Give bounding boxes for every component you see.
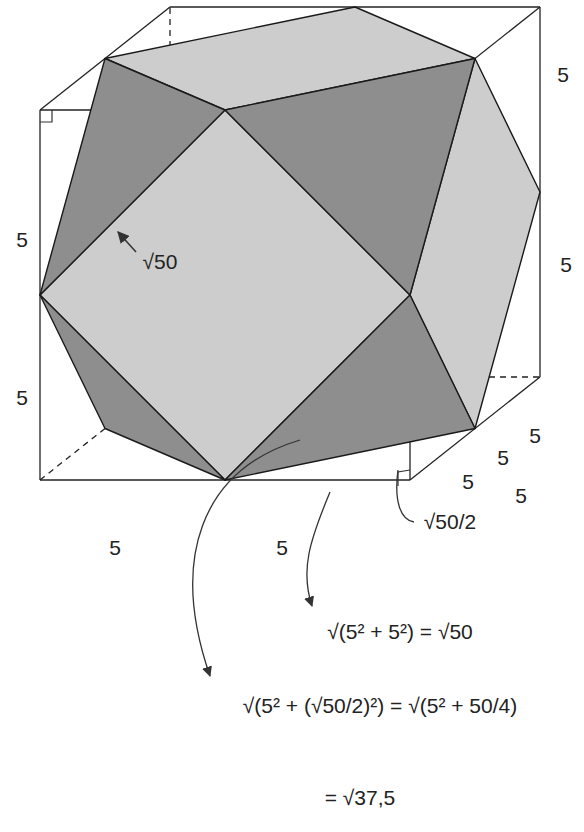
edge-length: 5	[16, 386, 28, 409]
triangle-face	[225, 59, 475, 296]
cuboctahedron	[40, 7, 540, 480]
edge-length: 5	[109, 536, 121, 559]
edge-length: 5	[515, 484, 527, 507]
annotation-marks	[40, 110, 414, 676]
leader-line	[397, 470, 414, 522]
cube-edges	[40, 7, 540, 480]
right-angle-mark	[40, 110, 52, 122]
edge-length: 5	[16, 228, 28, 251]
triangle-face	[40, 59, 225, 296]
calculation-result: = √37,5	[325, 786, 396, 809]
edge-length: 5	[497, 446, 509, 469]
leader-arrow	[307, 492, 330, 606]
edge-length: 5	[276, 536, 288, 559]
half-diagonal-label: √50/2	[424, 510, 476, 533]
right-angle-mark	[398, 470, 410, 486]
leader-arrow	[193, 440, 300, 676]
calculation: √(5² + 5²) = √50	[327, 620, 473, 643]
triangle-face	[40, 295, 225, 480]
edge-length: 5	[557, 63, 569, 86]
leader-arrow	[118, 232, 136, 252]
calculation: √(5² + (√50/2)²) = √(5² + 50/4)	[243, 694, 517, 717]
diagonal-label: √50	[143, 250, 178, 273]
triangle-face	[225, 295, 475, 480]
edge-length: 5	[529, 424, 541, 447]
edge-length: 5	[560, 253, 572, 276]
edge-length: 5	[462, 470, 474, 493]
